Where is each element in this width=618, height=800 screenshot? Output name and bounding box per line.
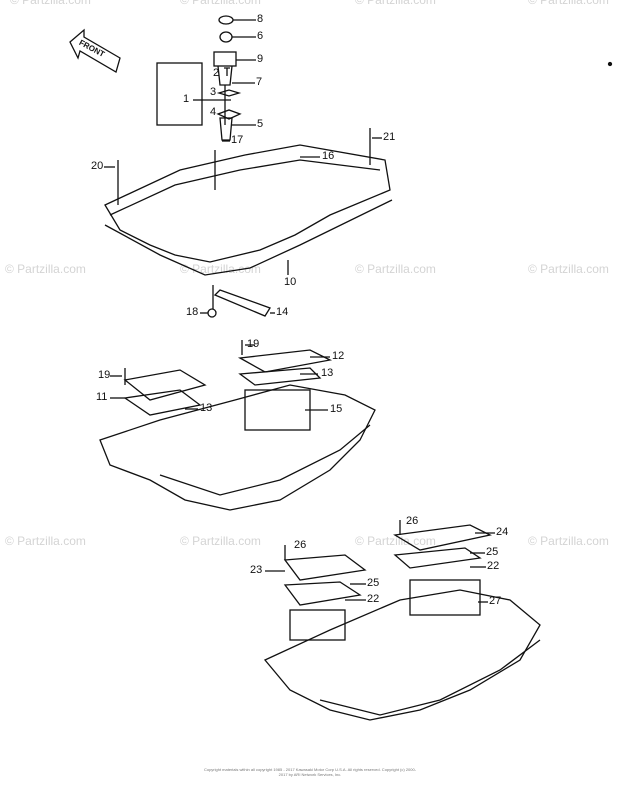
callout-label: 23 bbox=[250, 564, 263, 576]
callout-label: 24 bbox=[496, 526, 509, 538]
callout-label: 8 bbox=[257, 13, 264, 25]
callout-label: 6 bbox=[257, 30, 264, 42]
callout-label: 27 bbox=[489, 595, 502, 607]
watermark: © Partzilla.com bbox=[528, 0, 609, 7]
watermark: © Partzilla.com bbox=[180, 534, 261, 548]
callout-label: 22 bbox=[487, 560, 500, 572]
callout-label: 19 bbox=[247, 338, 260, 350]
front-arrow-icon bbox=[69, 28, 121, 73]
callout-label: 3 bbox=[210, 86, 217, 98]
callout-label: 2 bbox=[213, 67, 220, 79]
callout-label: 5 bbox=[257, 118, 264, 130]
callout-label: 18 bbox=[186, 306, 199, 318]
callout-label: 19 bbox=[98, 369, 111, 381]
watermark: © Partzilla.com bbox=[180, 0, 261, 7]
watermark: © Partzilla.com bbox=[10, 0, 91, 7]
copyright-notice: Copyright materials within all copyright… bbox=[203, 767, 417, 777]
watermark: © Partzilla.com bbox=[355, 534, 436, 548]
watermark: © Partzilla.com bbox=[355, 262, 436, 276]
callout-label: 14 bbox=[276, 306, 289, 318]
callout-label: 15 bbox=[330, 403, 343, 415]
callout-label: 10 bbox=[284, 276, 297, 288]
callout-label: 11 bbox=[96, 391, 108, 403]
callout-label: 13 bbox=[200, 402, 213, 414]
callout-label: 17 bbox=[231, 134, 244, 146]
watermark: © Partzilla.com bbox=[528, 534, 609, 548]
watermark: © Partzilla.com bbox=[5, 262, 86, 276]
callout-label: 7 bbox=[256, 76, 263, 88]
callout-label: 13 bbox=[321, 367, 334, 379]
callout-label: 20 bbox=[91, 160, 104, 172]
watermark: © Partzilla.com bbox=[355, 0, 436, 7]
watermark: © Partzilla.com bbox=[5, 534, 86, 548]
callout-label: 12 bbox=[332, 350, 345, 362]
callout-label: 25 bbox=[367, 577, 380, 589]
callout-label: 16 bbox=[322, 150, 335, 162]
callout-label: 26 bbox=[406, 515, 419, 527]
callout-label: 22 bbox=[367, 593, 380, 605]
callout-label: 21 bbox=[383, 131, 396, 143]
callout-label: 1 bbox=[183, 93, 190, 105]
callout-label: 9 bbox=[257, 53, 264, 65]
callout-label: 26 bbox=[294, 539, 307, 551]
watermark: © Partzilla.com bbox=[528, 262, 609, 276]
callout-label: 25 bbox=[486, 546, 499, 558]
callout-label: 4 bbox=[210, 106, 217, 118]
